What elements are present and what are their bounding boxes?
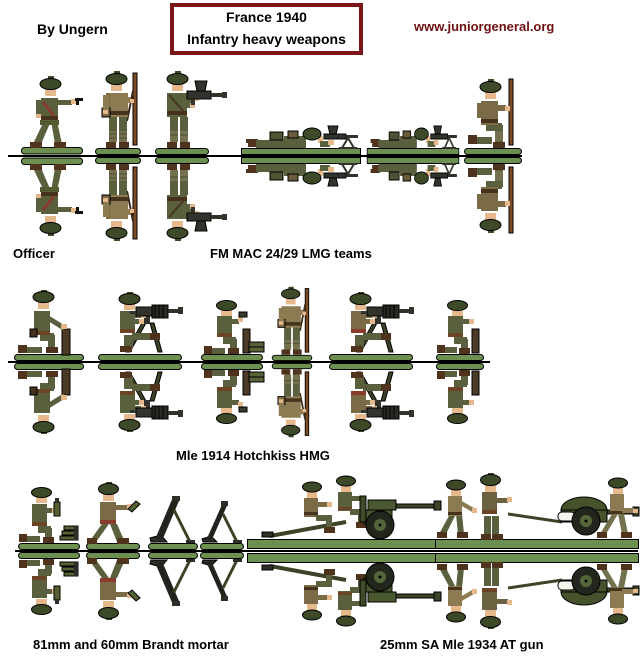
figure-mortar-60mm	[199, 496, 245, 606]
figure-mortar-81mm-reflection	[148, 552, 198, 606]
author-byline: By Ungern	[37, 21, 108, 37]
figure-mortar-loader	[84, 480, 142, 622]
figure-at-gun-seated-crew	[246, 466, 442, 636]
figure-rifleman-kneeling	[462, 73, 524, 239]
figure-hmg-gunner-2-reflection	[329, 363, 414, 432]
kneeling-rifleman-figure-graphic	[464, 78, 522, 155]
lmg-gunner-figure-graphic	[155, 71, 227, 155]
mortar-crewman-figure-graphic	[18, 487, 80, 550]
figure-lmg-gunner-standing-reflection	[155, 157, 227, 241]
website-url: www.juniorgeneral.org	[414, 19, 555, 34]
figure-rifleman-standing-2	[270, 285, 314, 439]
figure-hmg-gunner-1	[96, 285, 184, 439]
figure-lmg-team-prone-1	[240, 119, 362, 193]
figure-hmg-loader-with-box-reflection	[201, 363, 265, 424]
title-box: France 1940 Infantry heavy weapons	[170, 3, 363, 55]
lmg-prone-figure-graphic	[366, 125, 460, 155]
figure-lmg-gunner-standing	[153, 69, 227, 243]
figure-hmg-gunner-2	[327, 285, 415, 439]
figure-mortar-crewman-shells	[16, 484, 82, 618]
label-lmg-teams: FM MAC 24/29 LMG teams	[210, 246, 372, 261]
figure-lmg-team-prone-2	[366, 119, 460, 193]
figure-mortar-crewman-shells-reflection	[18, 552, 80, 615]
figure-hmg-gunner-1-reflection	[98, 363, 183, 432]
hmg-gunner-figure-graphic	[329, 292, 414, 361]
figure-rifleman-standing-reflection	[95, 157, 141, 241]
figure-hmg-assistant-kneeling-reflection	[14, 363, 84, 434]
figure-hmg-loader-with-box	[199, 299, 265, 425]
figure-hmg-loader-2	[434, 297, 486, 427]
figure-at-gun-walking-crew	[434, 470, 640, 632]
figure-officer	[20, 71, 84, 241]
figure-officer-reflection	[21, 157, 83, 236]
label-officer: Officer	[13, 246, 55, 261]
mortar-60mm-graphic	[200, 501, 244, 550]
figure-mortar-60mm-reflection	[200, 552, 244, 601]
figure-at-gun-seated-crew-reflection	[247, 553, 442, 627]
title-line-1: France 1940	[226, 9, 307, 26]
figure-rifleman-standing	[93, 69, 143, 243]
hmg-loader-figure-graphic	[436, 300, 484, 361]
label-hmg: Mle 1914 Hotchkiss HMG	[176, 448, 330, 463]
figure-lmg-team-prone-1-reflection	[241, 157, 361, 187]
figure-mortar-loader-reflection	[86, 552, 141, 620]
rifleman-figure-graphic	[95, 71, 141, 155]
figure-at-gun-walking-crew-reflection	[435, 553, 640, 629]
figure-rifleman-kneeling-reflection	[464, 157, 522, 234]
figure-rifleman-standing-2-reflection	[271, 363, 313, 438]
figure-hmg-loader-2-reflection	[436, 363, 484, 424]
label-mortar: 81mm and 60mm Brandt mortar	[33, 637, 229, 652]
figure-lmg-team-prone-2-reflection	[366, 157, 460, 187]
at-gun-crew-graphic	[247, 475, 442, 549]
figure-hmg-assistant-kneeling	[10, 289, 88, 435]
mortar-loader-figure-graphic	[86, 482, 141, 550]
lmg-prone-figure-graphic	[241, 125, 361, 155]
fold-line-row1	[8, 155, 522, 157]
hmg-gunner-figure-graphic	[98, 292, 183, 361]
label-at-gun: 25mm SA Mle 1934 AT gun	[380, 637, 544, 652]
hmg-assistant-figure-graphic	[14, 290, 84, 361]
hmg-loader-figure-graphic	[201, 300, 265, 361]
title-line-2: Infantry heavy weapons	[187, 31, 346, 48]
fold-line-row3	[15, 550, 638, 552]
at-gun-moving-graphic	[435, 473, 640, 549]
fold-line-row2	[8, 361, 490, 363]
rifleman-figure-graphic	[271, 286, 313, 361]
mortar-81mm-graphic	[148, 496, 198, 550]
figure-mortar-81mm	[147, 490, 199, 612]
officer-figure-graphic	[21, 76, 83, 155]
